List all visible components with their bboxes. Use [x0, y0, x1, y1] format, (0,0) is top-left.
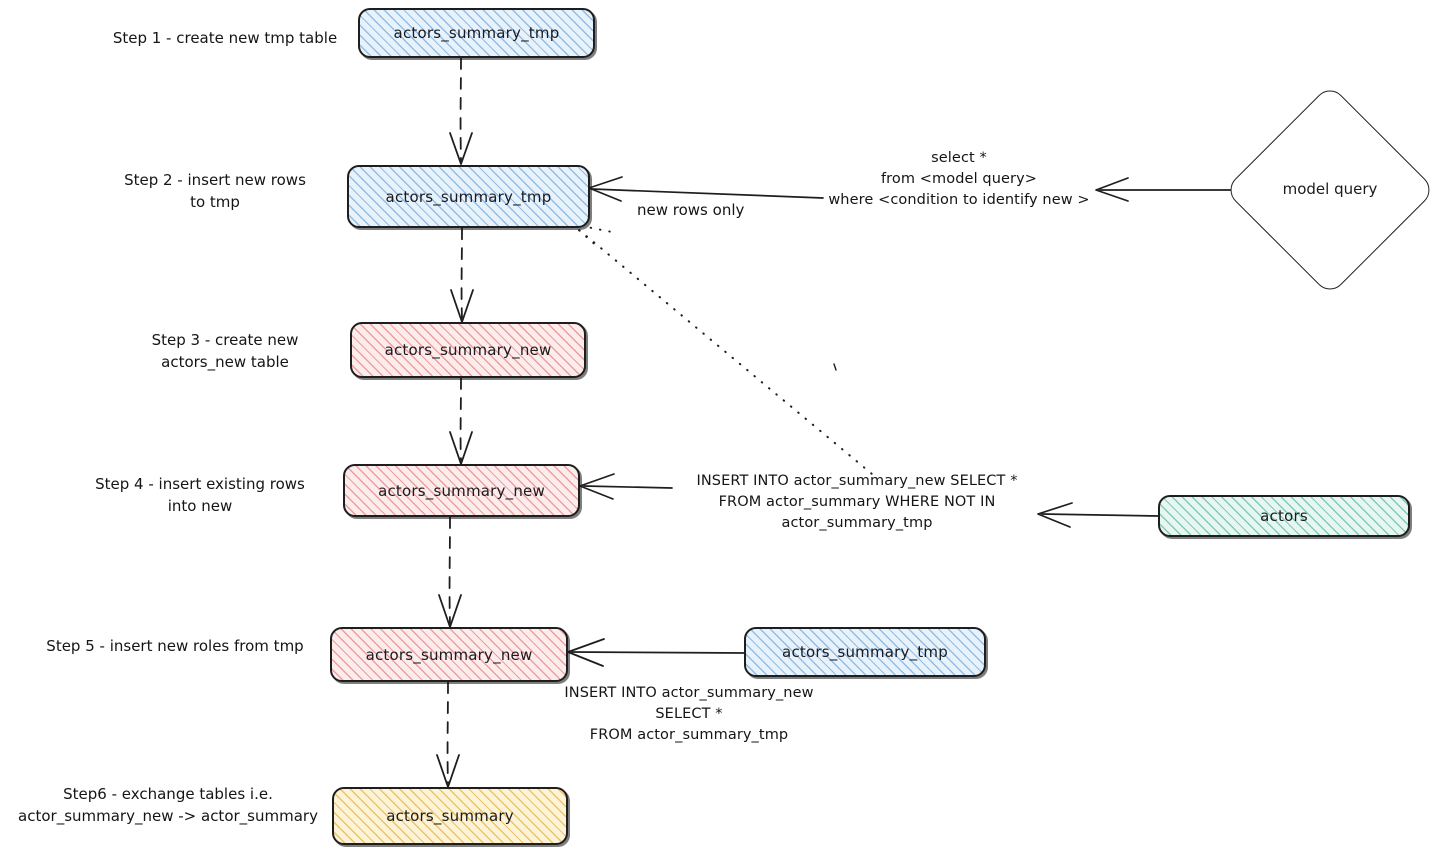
node-actors-summary-tmp-side[interactable]: actors_summary_tmp [744, 627, 986, 677]
edge-step3-to-step4 [449, 377, 473, 465]
node-label: actors_summary_new [378, 481, 545, 500]
node-actors-summary-tmp-step1[interactable]: actors_summary_tmp [358, 8, 595, 58]
step-label-1: Step 1 - create new tmp table [112, 29, 338, 47]
edge-step2-to-step3 [450, 227, 474, 323]
node-actors-summary-new-step5[interactable]: actors_summary_new [330, 627, 568, 682]
node-actors-summary-tmp-step2[interactable]: actors_summary_tmp [347, 165, 590, 228]
edge-actors-to-step4 [1037, 502, 1159, 528]
node-label: actors_summary [386, 807, 514, 825]
node-label: actors_summary_tmp [782, 643, 948, 661]
stray-mark [833, 363, 837, 371]
step-label-6: Step6 - exchange tables i.e. actor_summa… [18, 785, 318, 825]
step-label-4: Step 4 - insert existing rows into new [95, 475, 305, 515]
edge-label-insert-new-roles-sql: INSERT INTO actor_summary_new SELECT * F… [564, 685, 814, 744]
node-label: actors [1260, 507, 1308, 525]
edge-label-insert-existing-sql: INSERT INTO actor_summary_new SELECT * F… [696, 473, 1018, 532]
node-actors-summary-new-step3[interactable]: actors_summary_new [350, 322, 586, 378]
step-label-5: Step 5 - insert new roles from tmp [46, 637, 304, 655]
edge-step1-to-step2 [449, 57, 473, 165]
step-label-2: Step 2 - insert new rows to tmp [124, 171, 306, 211]
node-actors-summary-new-step4[interactable]: actors_summary_new [343, 464, 580, 517]
node-actors-summary-final[interactable]: actors_summary [332, 787, 568, 845]
edge-insertnote-to-step4 [579, 473, 673, 500]
edge-tmpside-to-step5 [567, 638, 745, 667]
edge-step2-dotted-to-insert-note [571, 223, 873, 475]
node-actors-source[interactable]: actors [1158, 495, 1410, 537]
node-label: actors_summary_new [384, 341, 552, 359]
node-label: actors_summary_tmp [393, 24, 560, 42]
edge-step4-to-step5 [438, 516, 462, 628]
node-label: actors_summary_tmp [385, 187, 552, 206]
step-label-3: Step 3 - create new actors_new table [151, 331, 299, 371]
node-model-query-label: model query [1282, 180, 1378, 198]
edge-label-model-query-sql: select * from <model query> where <condi… [828, 150, 1090, 209]
edge-label-new-rows-only: new rows only [637, 201, 745, 219]
edge-step5-to-step6 [436, 681, 460, 788]
node-label: actors_summary_new [365, 645, 533, 664]
